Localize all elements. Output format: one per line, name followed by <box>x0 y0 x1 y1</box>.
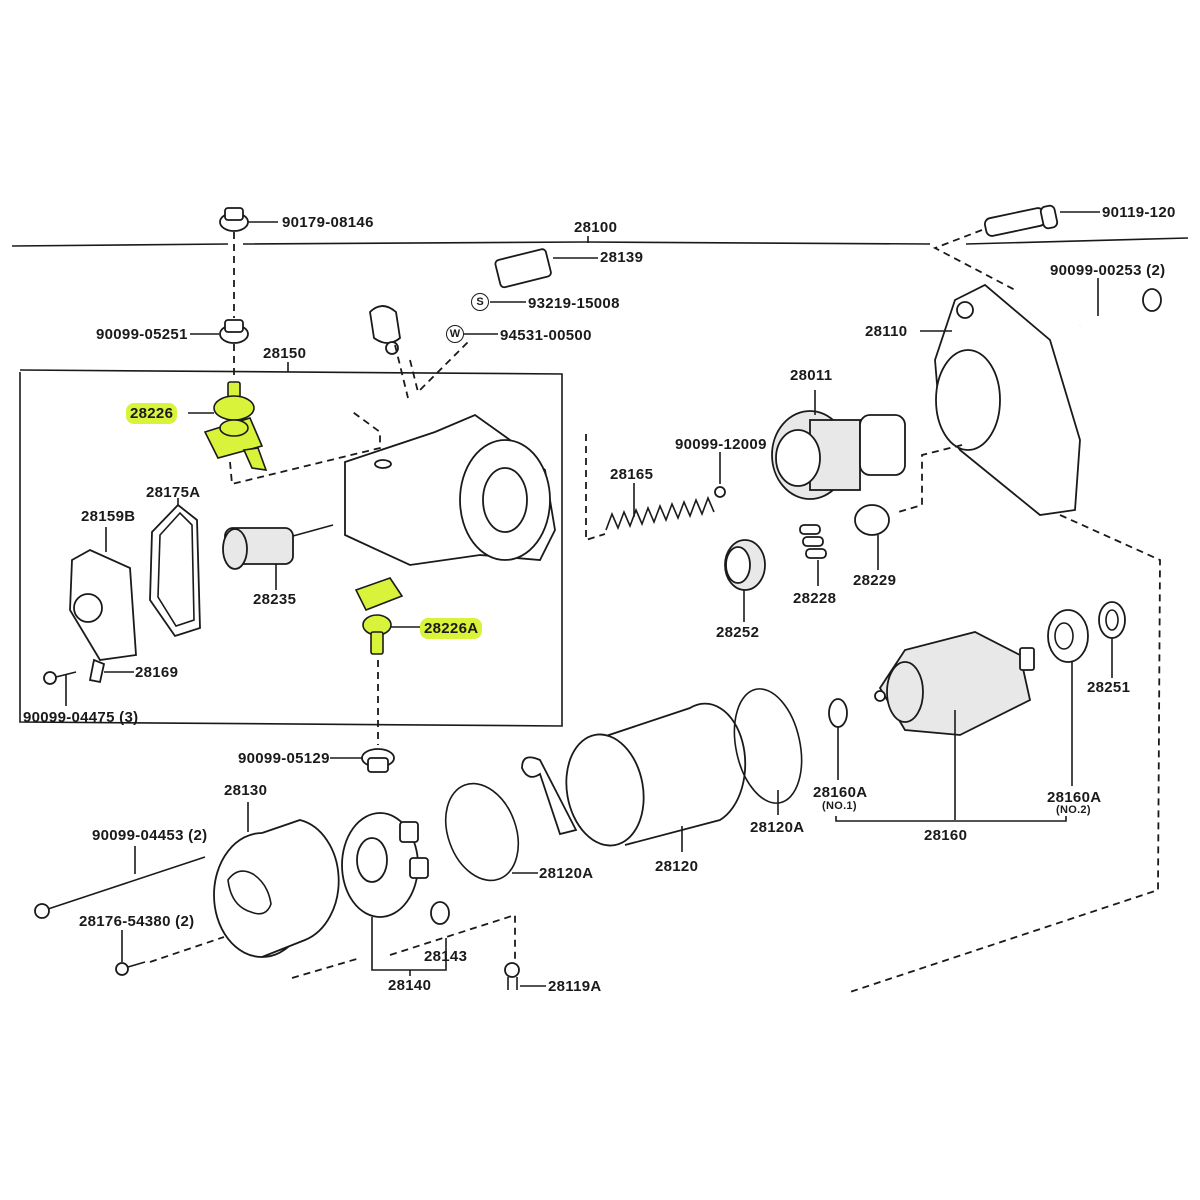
brush-holder-28140 <box>341 812 447 976</box>
label-90099-00253: 90099-00253 (2) <box>1050 262 1166 279</box>
label-28229: 28229 <box>853 572 897 589</box>
o-ring-28120A-left <box>444 782 538 882</box>
spring-28165 <box>605 483 715 531</box>
bolt-90099-00253 <box>1079 278 1162 328</box>
solenoid-housing <box>344 413 556 566</box>
nut-90179-08146 <box>219 207 278 232</box>
label-28130: 28130 <box>224 782 268 799</box>
cover-28159B <box>69 527 137 661</box>
label-28228: 28228 <box>793 590 837 607</box>
retainer-28229 <box>854 504 890 570</box>
label-28252: 28252 <box>716 624 760 641</box>
label-28160A-no1: 28160A <box>813 784 868 801</box>
label-90099-04475: 90099-04475 (3) <box>23 709 139 726</box>
label-90099-05129: 90099-05129 <box>238 750 330 767</box>
highlight-28226A: 28226A <box>420 618 483 639</box>
label-28160: 28160 <box>924 827 968 844</box>
part-28119A <box>504 962 546 990</box>
label-28120A-right: 28120A <box>750 819 805 836</box>
label-28120A-left: 28120A <box>539 865 594 882</box>
label-28176-54380: 28176-54380 (2) <box>79 913 195 930</box>
symbol-s-icon: S <box>471 293 489 311</box>
bracket-28160 <box>835 816 1067 822</box>
rollers-28228 <box>799 524 827 586</box>
label-28175A: 28175A <box>146 484 201 501</box>
nut-90099-05129 <box>330 748 395 773</box>
label-94531-00500: 94531-00500 <box>500 327 592 344</box>
label-28169: 28169 <box>135 664 179 681</box>
o-ring-28120A-right <box>733 688 803 815</box>
label-90179-08146: 90179-08146 <box>282 214 374 231</box>
label-90099-12009: 90099-12009 <box>675 436 767 453</box>
label-28251: 28251 <box>1087 679 1131 696</box>
bolt-90099-04453 <box>34 846 206 919</box>
label-28226: 28226 <box>126 403 178 424</box>
bearing-28160A-no1 <box>828 698 848 780</box>
label-28160A-no1-note: (NO.1) <box>822 800 857 812</box>
label-90119-120: 90119-120 <box>1102 204 1176 221</box>
label-28235: 28235 <box>253 591 297 608</box>
label-28011: 28011 <box>790 367 833 384</box>
label-28100: 28100 <box>574 219 618 236</box>
label-28120: 28120 <box>655 858 699 875</box>
starter-clutch-28011 <box>771 390 906 500</box>
label-28110: 28110 <box>865 323 908 340</box>
gasket-28175A <box>149 498 201 638</box>
label-28160A-no2-note: (NO.2) <box>1056 804 1091 816</box>
label-90099-05251: 90099-05251 <box>96 326 188 343</box>
terminal-28226 <box>188 381 268 471</box>
part-28143 <box>430 901 450 925</box>
label-93219-15008: 93219-15008 <box>528 295 620 312</box>
end-frame-28130 <box>213 802 340 958</box>
label-28119A: 28119A <box>548 978 602 995</box>
bolt-90119-120 <box>984 204 1100 237</box>
subassembly-box-28150 <box>19 362 563 727</box>
label-28160A-no2: 28160A <box>1047 789 1102 806</box>
label-28159B: 28159B <box>81 508 136 525</box>
assembly-bracket-28100 <box>11 236 1189 247</box>
clip-28169 <box>88 658 134 684</box>
label-28150: 28150 <box>263 345 307 362</box>
screw-90099-04475 <box>43 671 77 706</box>
gear-28252 <box>724 539 766 622</box>
symbol-w-icon: W <box>446 325 464 343</box>
screw-28176-54380 <box>115 930 146 976</box>
nut-90099-05251 <box>190 319 249 344</box>
drive-housing-28110 <box>920 283 1081 516</box>
label-28140: 28140 <box>388 977 432 994</box>
lead-wire-28139 <box>369 248 598 355</box>
bearing-28160A-no2 <box>1047 609 1089 786</box>
label-28143: 28143 <box>424 948 468 965</box>
highlight-28226: 28226 <box>126 403 178 424</box>
yoke-28120 <box>521 702 747 852</box>
label-90099-04453: 90099-04453 (2) <box>92 827 208 844</box>
armature-28160 <box>874 631 1035 820</box>
label-28139: 28139 <box>600 249 644 266</box>
label-28165: 28165 <box>610 466 654 483</box>
seal-28251 <box>1098 601 1126 678</box>
terminal-28226A <box>354 577 420 655</box>
plunger-28235 <box>222 524 334 590</box>
label-28226A: 28226A <box>420 618 483 639</box>
ring-90099-12009 <box>714 452 726 498</box>
